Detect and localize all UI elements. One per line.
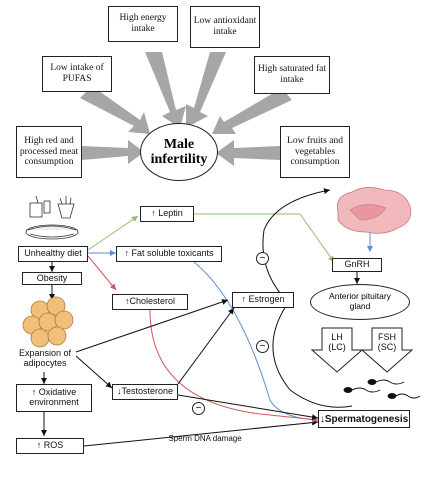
factor-low-antioxidant: Low antioxidant intake <box>190 6 260 48</box>
sperm-illustration <box>343 379 421 399</box>
factor-high-energy: High energy intake <box>108 6 178 42</box>
anterior-pituitary-oval: Anterior pituitary gland <box>310 284 410 320</box>
gray-arrows <box>80 52 292 166</box>
sperm-dna-damage-label: Sperm DNA damage <box>168 434 242 443</box>
testosterone-box: ↓Testosterone <box>112 384 178 400</box>
brain-illustration <box>336 187 412 252</box>
factor-high-red-meat: High red and processed meat consumption <box>16 126 82 178</box>
adipocyte-cluster <box>22 296 74 348</box>
spermatogenesis-box: ↓Spermatogenesis <box>318 410 410 428</box>
inhibition-sign-lower: − <box>256 340 269 353</box>
oxidative-box: ↑ Oxidative environment <box>16 384 92 412</box>
inhibition-sign-upper: − <box>256 252 269 265</box>
unhealthy-diet-box: Unhealthy diet <box>18 246 88 262</box>
gnrh-box: GnRH <box>332 258 382 272</box>
fat-soluble-toxicants-box: ↑ Fat soluble toxicants <box>116 246 222 262</box>
lh-label: LH (LC) <box>328 332 346 353</box>
fsh-label: FSH (SC) <box>377 332 397 353</box>
hormone-arrows <box>310 327 414 373</box>
fast-food-illustration <box>25 195 79 240</box>
factor-low-fruits-vegetables: Low fruits and vegetables consumption <box>280 126 350 178</box>
estrogen-box: ↑ Estrogen <box>232 292 294 308</box>
leptin-box: ↑ Leptin <box>140 206 194 222</box>
ros-box: ↑ ROS <box>16 438 84 454</box>
factor-low-pufas: Low intake of PUFAS <box>42 56 112 92</box>
inhibition-sign-testosterone: − <box>192 402 205 415</box>
expansion-label: Expansion of adipocytes <box>18 348 72 369</box>
factor-high-saturated-fat: High saturated fat intake <box>254 56 330 94</box>
male-infertility-center: Male infertility <box>140 123 218 181</box>
cholesterol-box: ↑Cholesterol <box>112 294 188 310</box>
obesity-box: Obesity <box>22 272 82 285</box>
